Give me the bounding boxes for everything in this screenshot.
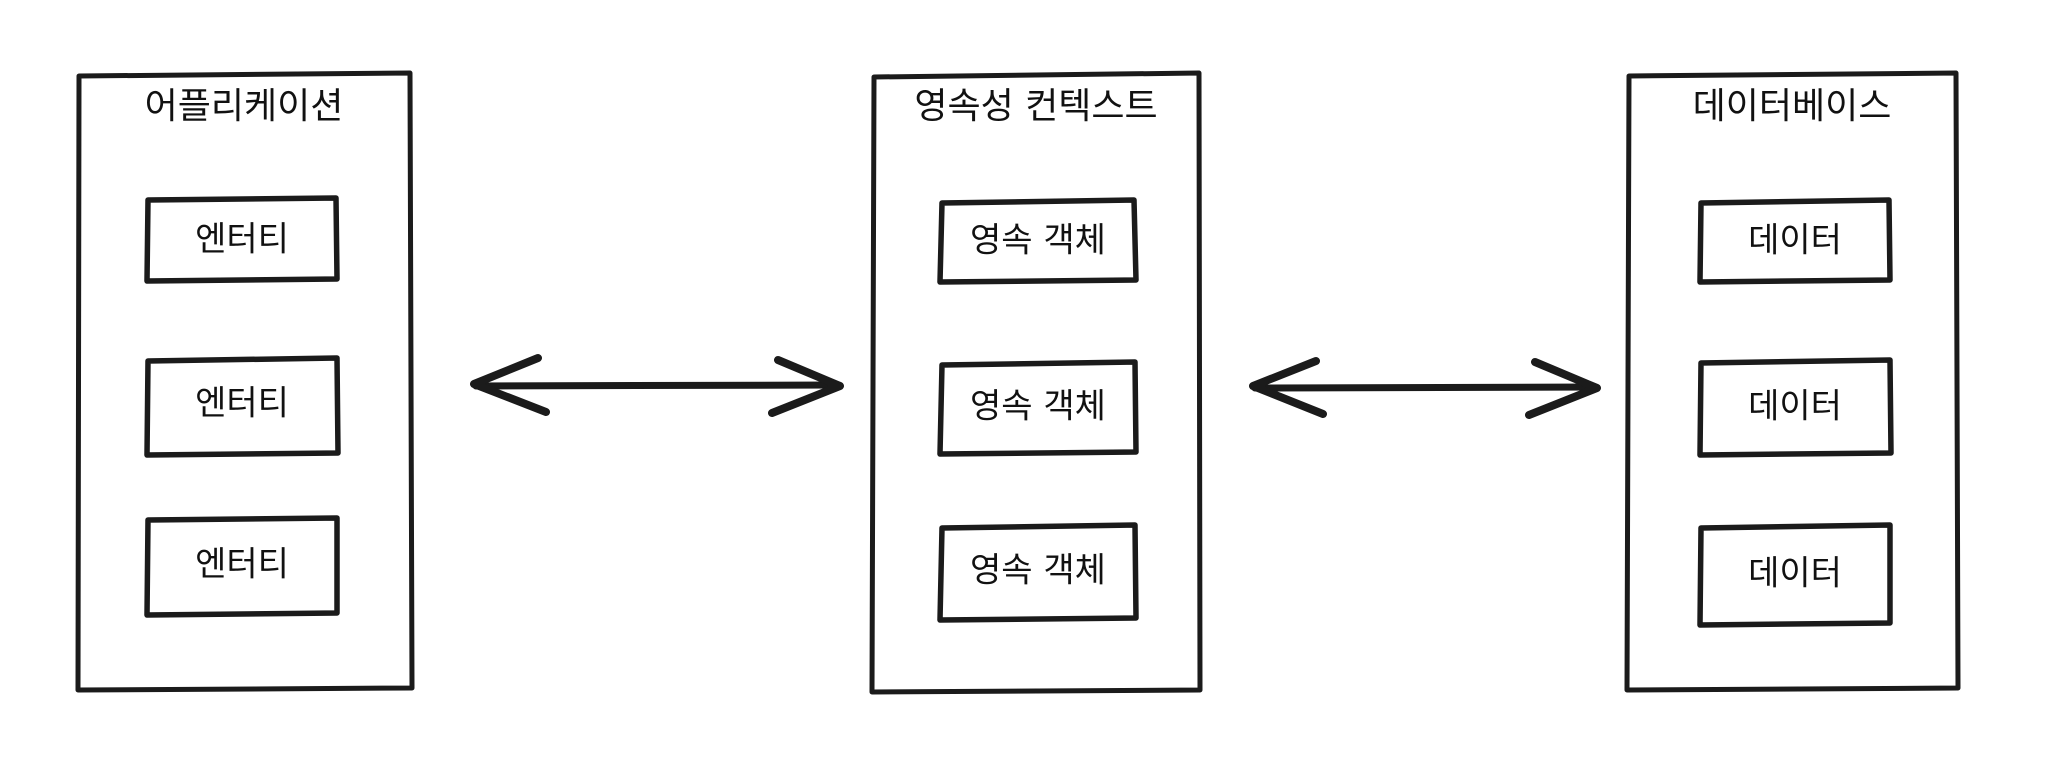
persistent-object-box-2-outline [937,359,1139,457]
data-box-3-outline [1697,522,1893,628]
persistent-object-item-1[interactable]: 영속 객체 [937,197,1139,285]
entity-label-3: 엔터티 [195,545,289,585]
data-item-3[interactable]: 데이터 [1697,522,1893,628]
application-container-outline [75,70,415,693]
column-persistence-context[interactable]: 영속성 컨텍스트 영속 객체 영속 객체 영속 객체 [869,70,1203,695]
column-database[interactable]: 데이터베이스 데이터 데이터 데이터 [1624,70,1961,693]
data-item-2[interactable]: 데이터 [1697,357,1894,458]
entity-label-1: 엔터티 [195,220,289,260]
data-box-2-outline [1697,357,1894,458]
persistent-object-item-2[interactable]: 영속 객체 [937,359,1139,457]
persistent-object-label-3: 영속 객체 [970,551,1106,591]
connector-1-arrowhead-right [768,356,844,417]
database-container-outline [1624,70,1961,693]
data-box-1-outline [1697,197,1893,285]
connector-2-arrowhead-left [1249,357,1327,418]
data-label-2: 데이터 [1748,387,1842,427]
connector-app-to-context[interactable] [470,354,844,417]
entity-item-1[interactable]: 엔터티 [144,195,340,284]
connector-1-shaft [472,381,842,390]
persistent-object-box-1-outline [937,197,1139,285]
persistent-object-label-1: 영속 객체 [970,221,1106,261]
data-label-3: 데이터 [1748,554,1842,594]
database-title: 데이터베이스 [1693,86,1892,127]
connector-2-shaft [1251,383,1599,392]
entity-box-1-outline [144,195,340,284]
application-title: 어플리케이션 [145,86,344,127]
entity-box-2-outline [144,355,341,458]
connector-1-arrowhead-left [470,354,550,416]
entity-box-3-outline [144,515,340,618]
connector-context-to-database[interactable] [1249,357,1601,419]
persistent-object-box-3-outline [937,522,1139,623]
connector-2-arrowhead-right [1525,358,1601,419]
entity-item-3[interactable]: 엔터티 [144,515,340,618]
data-item-1[interactable]: 데이터 [1697,197,1893,285]
persistent-object-item-3[interactable]: 영속 객체 [937,522,1139,623]
column-application[interactable]: 어플리케이션 엔터티 엔터티 엔터티 [75,70,415,693]
entity-label-2: 엔터티 [195,384,289,424]
data-label-1: 데이터 [1748,221,1842,261]
entity-item-2[interactable]: 엔터티 [144,355,341,458]
persistence-context-title: 영속성 컨텍스트 [914,86,1157,127]
persistence-context-container-outline [869,70,1203,695]
persistent-object-label-2: 영속 객체 [970,387,1106,427]
